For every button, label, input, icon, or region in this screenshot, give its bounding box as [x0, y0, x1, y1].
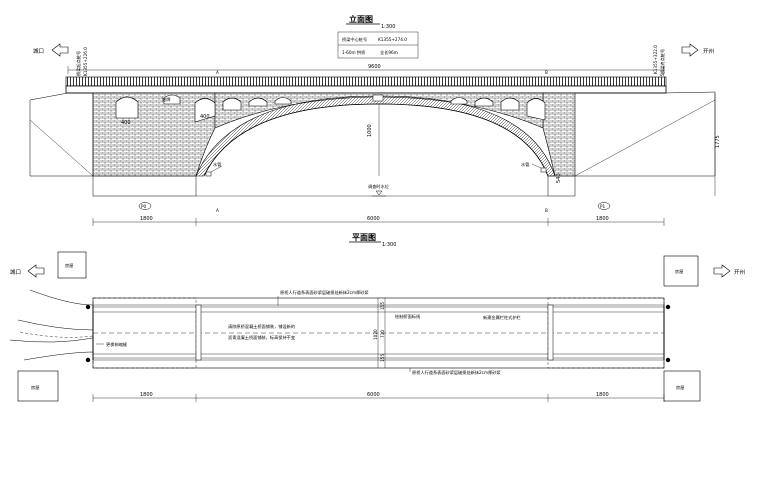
svg-text:水管: 水管: [213, 161, 221, 168]
plan-dim-left: 1800: [140, 392, 153, 398]
elev-dim-right: 1800: [596, 216, 609, 222]
elevation-view: 立面图 1:300 桥梁中心桩号 K1355+274.0 1-60m 拱桥 全长…: [29, 14, 721, 226]
left-direction-label: 城口: [33, 48, 44, 55]
left-start-label: 桥梁起点桩号: [75, 51, 82, 76]
right-direction-label: 开州: [703, 48, 714, 55]
spandrel-arches: [115, 94, 546, 123]
total-length: 全长96m: [380, 49, 398, 56]
pipe-right-icon: [540, 167, 547, 173]
svg-text:房屋: 房屋: [675, 268, 683, 275]
plan-arrow-right-icon: [713, 264, 731, 278]
plan-scale: 1:300: [382, 242, 396, 248]
water-pipe-right: 水管: [521, 161, 547, 173]
section-a-top: A: [216, 70, 219, 75]
dim-400-mid: 400: [200, 114, 210, 120]
right-end-stake: K1355+322.0: [653, 45, 658, 74]
plan-direction-left: 城口: [10, 264, 45, 278]
plan-dim-right: 1800: [596, 392, 609, 398]
direction-left: 城口: [33, 43, 69, 57]
pipe-left-icon: [205, 171, 212, 177]
note-bottom: 原桥人行道系表面砂浆层破损处新抹2cm厚砂浆: [412, 369, 501, 376]
note-left: 更换伸缩缝: [106, 341, 128, 348]
width-top: 155: [380, 302, 385, 310]
note-rail: 新建金属栏柱式护栏: [483, 314, 521, 321]
right-embankment: [575, 91, 716, 177]
plan-direction-right: 开州: [713, 264, 745, 278]
stake-table: 桥梁中心桩号 K1355+274.0 1-60m 拱桥 全长96m: [337, 31, 419, 59]
svg-text:城口: 城口: [10, 269, 21, 276]
note-center-1: 清除原桥混凝土桥面铺装，铺设新的: [228, 323, 295, 330]
svg-text:房屋: 房屋: [31, 384, 39, 391]
center-stake-value: K1355+274.0: [378, 37, 407, 42]
section-b-bottom: B: [545, 208, 548, 213]
dim-400-left: 400: [121, 120, 131, 126]
width-bottom: 155: [380, 354, 385, 362]
elevation-scale: 1:300: [381, 24, 395, 30]
post-icon: [665, 357, 671, 363]
right-end-label: 桥梁终点桩号: [659, 49, 666, 74]
plan-title: 平面图: [352, 233, 376, 242]
post-icon: [85, 357, 91, 363]
plan-view: 平面图 1:300 城口 开州 房屋 房屋 房屋 房屋: [9, 233, 745, 402]
direction-right: 开州: [681, 43, 714, 57]
center-stake-label: 桥梁中心桩号: [342, 36, 367, 43]
width-total: 1020: [373, 329, 378, 340]
main-arch-intrados: [203, 103, 549, 177]
pier-p0: P0: [138, 202, 152, 210]
plan-arrow-left-icon: [27, 264, 45, 278]
span-label: 1-60m 拱桥: [342, 49, 366, 56]
svg-text:开州: 开州: [734, 269, 745, 276]
right-foundation: [547, 175, 576, 197]
pier-p1: P1: [597, 202, 611, 210]
elev-dim-mid: 6000: [367, 216, 380, 222]
note-center-2: 沥青混凝土桥面铺装，标高保持不变: [228, 334, 295, 341]
svg-text:房屋: 房屋: [65, 262, 73, 269]
left-embankment: [29, 92, 94, 177]
svg-text:调查时水位: 调查时水位: [368, 183, 389, 190]
deck: [65, 85, 667, 94]
overall-dimension: 9600: [368, 64, 381, 70]
house-bottom-left: 房屋: [17, 370, 59, 402]
svg-text:P1: P1: [600, 204, 606, 209]
water-pipe-left: 水管: [205, 161, 223, 177]
water-level: 调查时水位: [368, 183, 389, 197]
section-b-top: B: [545, 70, 548, 75]
post-icon: [665, 304, 671, 310]
svg-text:房屋: 房屋: [676, 384, 684, 391]
note-top: 原桥人行道系表面砂浆层破损处新抹2cm厚砂浆: [280, 289, 369, 296]
railing: [65, 76, 667, 87]
width-mid: 710: [380, 330, 385, 338]
post-icon: [85, 304, 91, 310]
left-foundation: [92, 175, 197, 197]
height-right: 1775: [715, 135, 721, 148]
svg-text:P0: P0: [141, 204, 147, 209]
house-top-right: 房屋: [663, 255, 699, 287]
plan-bridge-outline: [92, 297, 665, 369]
arrow-left-icon: [51, 43, 69, 57]
arch-rise: 1000: [367, 124, 373, 137]
house-top-left: 房屋: [57, 251, 87, 279]
left-start-stake: K1355+226.0: [83, 47, 88, 76]
elevation-title: 立面图: [349, 14, 373, 24]
label-tag: 铭牌: [162, 96, 170, 103]
svg-text:水管: 水管: [521, 161, 529, 168]
section-a-bottom: A: [216, 208, 219, 213]
left-approach-road: [9, 289, 94, 361]
plan-dim-mid: 6000: [367, 392, 380, 398]
elev-dim-left: 1800: [140, 216, 153, 222]
dim-540: 540: [556, 173, 562, 183]
note-mark: 绘制桥面标线: [395, 313, 421, 320]
arrow-right-icon: [681, 43, 699, 57]
house-bottom-right: 房屋: [663, 370, 701, 402]
water-level-icon: [375, 190, 383, 196]
